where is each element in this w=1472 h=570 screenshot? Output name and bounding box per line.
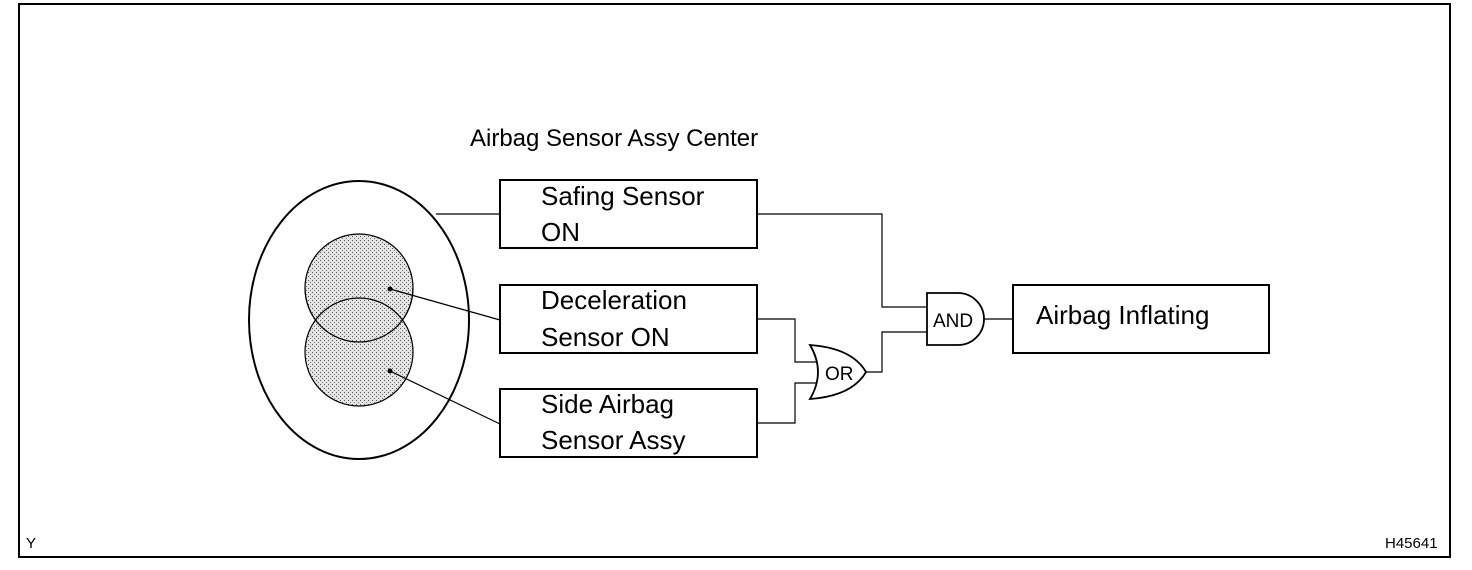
corner-label-left: Y xyxy=(26,535,36,552)
safing-sensor-line2: ON xyxy=(541,217,580,247)
side-to-or-wire xyxy=(757,382,822,424)
sensor-assy-title: Airbag Sensor Assy Center xyxy=(470,125,758,152)
and-gate-label: AND xyxy=(933,311,973,332)
decel-to-or-wire xyxy=(757,318,822,363)
airbag-inflating-box xyxy=(1012,284,1270,354)
or-to-and-wire xyxy=(862,331,927,373)
side-airbag-line1: Side Airbag xyxy=(541,389,674,419)
diagram-frame xyxy=(18,3,1451,558)
or-gate-label: OR xyxy=(825,364,854,385)
side-sensor-circle xyxy=(304,297,414,407)
circle-overlap-arc xyxy=(304,287,414,343)
decel-leader-line xyxy=(389,288,501,321)
or-gate-icon xyxy=(808,343,868,401)
side-leader-line xyxy=(389,370,501,425)
corner-label-right: H45641 xyxy=(1385,535,1438,552)
and-gate-icon xyxy=(926,292,985,346)
deceleration-line2: Sensor ON xyxy=(541,322,670,352)
side-airbag-line2: Sensor Assy xyxy=(541,425,686,455)
safing-sensor-line1: Safing Sensor xyxy=(541,181,705,211)
safing-to-and-wire xyxy=(757,213,927,308)
deceleration-sensor-box xyxy=(499,284,758,354)
airbag-inflating-label: Airbag Inflating xyxy=(1036,300,1209,330)
side-airbag-sensor-box xyxy=(499,388,758,458)
deceleration-line1: Deceleration xyxy=(541,285,687,315)
